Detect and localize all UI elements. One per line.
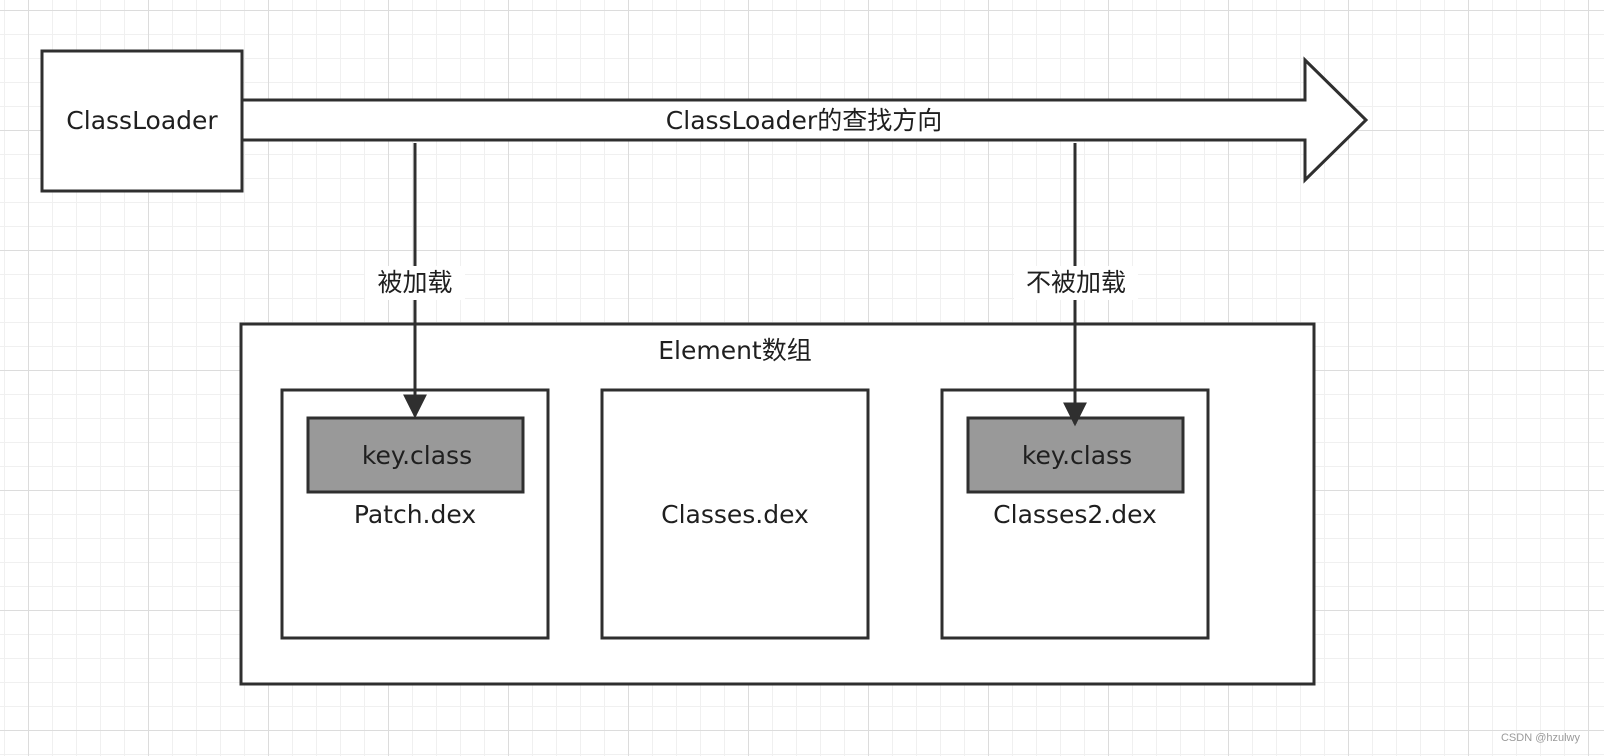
patch-key-class-label: key.class	[361, 441, 473, 470]
classes2-key-class-box	[966, 416, 1185, 494]
classloader-label: ClassLoader	[66, 106, 218, 135]
patch-dex-label: Patch.dex	[353, 500, 477, 529]
classes2-dex-label: Classes2.dex	[993, 500, 1157, 529]
patch-key-class-box	[306, 416, 525, 494]
search-direction-arrow	[240, 56, 1369, 184]
search-direction-label: ClassLoader的查找方向	[665, 106, 943, 135]
classes-dex-box	[600, 388, 870, 640]
element-array-label: Element数组	[658, 336, 812, 365]
classloader-box	[40, 49, 244, 193]
classes2-key-class-label: key.class	[1021, 441, 1133, 470]
watermark: CSDN @hzulwy	[1500, 732, 1580, 744]
not-loaded-edge-label: 不被加载	[1014, 266, 1138, 300]
classes-dex-label: Classes.dex	[661, 500, 809, 529]
loaded-edge-label: 被加载	[365, 266, 465, 300]
